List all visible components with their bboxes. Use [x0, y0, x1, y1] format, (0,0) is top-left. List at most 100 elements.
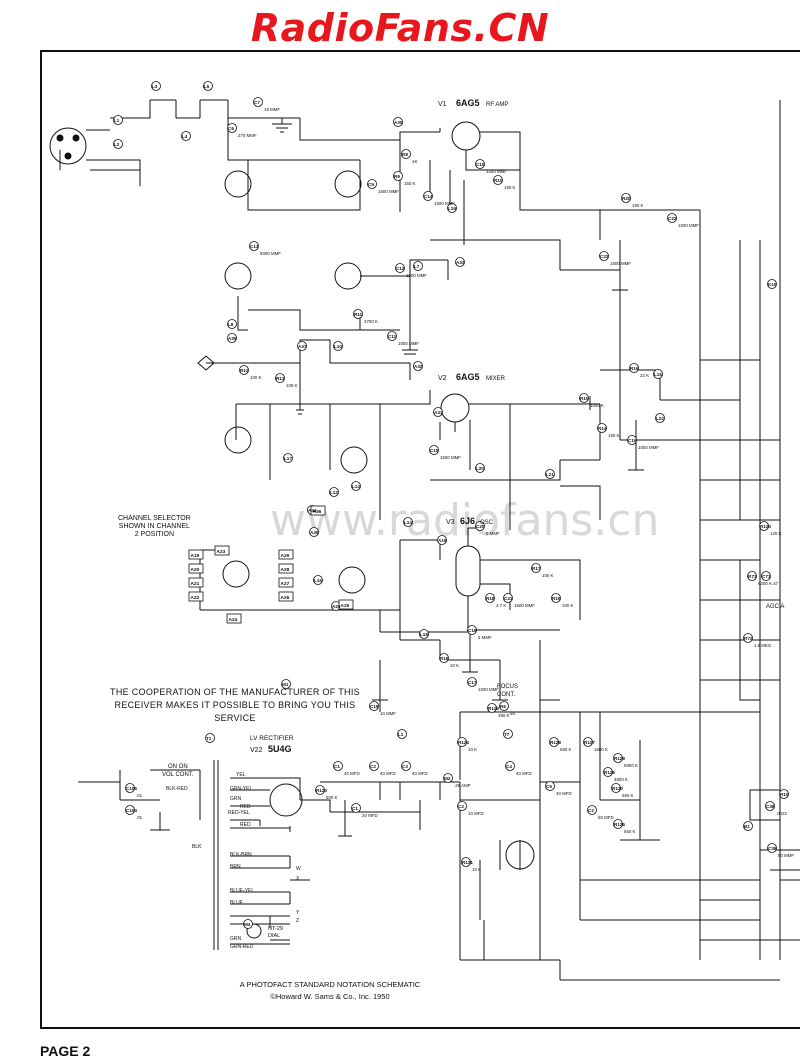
- component-value: 5000 MMF: [260, 251, 281, 256]
- selector-note-line-1: CHANNEL SELECTOR: [118, 515, 191, 522]
- component-ref: R13: [276, 376, 285, 381]
- component-ref: A32: [414, 364, 423, 369]
- selector-terminal-box: [188, 549, 204, 560]
- component-ref-marker: [423, 191, 433, 201]
- component-ref-marker: [457, 801, 467, 811]
- component-value: 100 K: [286, 383, 298, 388]
- component-ref-marker: [503, 593, 513, 603]
- selector-terminal-box: [278, 563, 294, 574]
- component-ref: R8: [402, 152, 408, 157]
- component-value: 50 MFD: [598, 815, 614, 820]
- component-ref-marker: [433, 407, 443, 417]
- component-value: 1800 K: [594, 747, 608, 752]
- component-ref-marker: [125, 783, 135, 793]
- component-value: 10 MMF: [380, 711, 396, 716]
- component-ref: C15: [430, 448, 439, 453]
- transformer-lead: RED-YEL: [228, 810, 250, 816]
- component-ref-marker: [629, 363, 639, 373]
- component-ref-marker: [419, 629, 429, 639]
- component-value: 100 K: [542, 573, 554, 578]
- component-value: 390 K: [498, 713, 510, 718]
- component-ref-marker: [333, 761, 343, 771]
- component-ref: L7: [414, 264, 420, 269]
- component-ref-marker: [487, 703, 497, 713]
- component-ref: C5: [546, 784, 552, 789]
- component-ref-marker: [613, 819, 623, 829]
- component-ref: L2: [114, 142, 120, 147]
- transformer-lead: BLK-RED: [166, 786, 188, 792]
- v2-function: MIXER: [486, 376, 506, 382]
- component-ref-marker: [475, 521, 485, 531]
- component-ref-marker: [283, 453, 293, 463]
- component-ref: C4: [506, 764, 512, 769]
- copyright-note: ©Howard W. Sams & Co., Inc. 1950: [270, 992, 390, 1001]
- component-value: 20 MFD: [362, 813, 378, 818]
- selector-terminal: A36: [313, 509, 322, 515]
- component-value: 10 MFD: [468, 811, 484, 816]
- component-value: .47: [772, 581, 779, 586]
- component-value: 10 K: [450, 663, 459, 668]
- component-ref-marker: [227, 333, 237, 343]
- selector-terminal-box: [278, 591, 294, 602]
- component-ref-marker: [653, 369, 663, 379]
- component-value: 1500 MMF: [638, 445, 659, 450]
- selector-note-line-2: SHOWN IN CHANNEL: [118, 523, 190, 530]
- component-ref: C13: [250, 244, 259, 249]
- component-ref-marker: [351, 803, 361, 813]
- component-value: 5K: [510, 711, 515, 716]
- selector-terminal: A29: [281, 553, 290, 559]
- component-value: 100 K: [562, 603, 574, 608]
- component-value: 40 MFD: [556, 791, 572, 796]
- component-ref: T7: [504, 732, 510, 737]
- v22-type: 5U4G: [268, 744, 292, 754]
- lamp-label-2: DIAL: [268, 933, 280, 939]
- transformer-lead: RED: [240, 822, 251, 828]
- component-ref-marker: [227, 123, 237, 133]
- component-ref-marker: [597, 423, 607, 433]
- component-ref: R19: [552, 596, 561, 601]
- cooperation-note: THE COOPERATION OF THE MANUFACTURER OF T…: [100, 686, 370, 725]
- selector-terminal-box: [278, 549, 294, 560]
- component-value: 270 MMF: [238, 133, 257, 138]
- component-ref-marker: [549, 737, 559, 747]
- component-ref-marker: [125, 805, 135, 815]
- component-ref: K15: [768, 282, 777, 287]
- selector-terminal-box: [226, 613, 242, 624]
- component-ref: C9: [368, 182, 374, 187]
- component-ref-marker: [467, 625, 477, 635]
- component-ref: C2: [458, 804, 464, 809]
- photofact-note: A PHOTOFACT STANDARD NOTATION SCHEMATIC: [239, 980, 421, 989]
- component-value: .01: [136, 815, 143, 820]
- component-value: 1.8 MEG: [754, 643, 772, 648]
- component-ref-marker: [545, 781, 555, 791]
- component-ref: R10: [494, 178, 503, 183]
- component-ref: B1: [744, 824, 750, 829]
- component-value: 8200 K: [758, 581, 772, 586]
- component-ref-marker: [457, 737, 467, 747]
- component-ref: C71: [762, 574, 771, 579]
- component-ref: L8: [228, 322, 234, 327]
- transformer-lead: BLK: [192, 844, 202, 850]
- component-ref: R16: [630, 366, 639, 371]
- faint-watermark: www.radiofans.cn: [270, 495, 660, 546]
- component-ref: A31: [434, 410, 443, 415]
- component-ref: R123: [316, 788, 327, 793]
- component-ref: C105: [126, 786, 137, 791]
- selector-terminal-box: [188, 591, 204, 602]
- component-ref-marker: [395, 263, 405, 273]
- component-ref: C18: [468, 628, 477, 633]
- component-ref-marker: [779, 789, 789, 799]
- component-value: 1000 K: [590, 403, 604, 408]
- v2-label: V2: [438, 375, 447, 382]
- lv-rectifier-label: LV RECTIFIER: [250, 735, 294, 742]
- transformer-lead: W: [296, 866, 301, 872]
- component-ref: C12: [396, 266, 405, 271]
- component-value: 1500 MMF: [378, 189, 399, 194]
- transformer-lead: GRN: [230, 796, 242, 802]
- component-ref: R126: [614, 822, 625, 827]
- component-value: 650 K: [624, 829, 636, 834]
- page-label: PAGE 2: [40, 1043, 91, 1059]
- component-ref: R9: [394, 174, 400, 179]
- component-ref-marker: [583, 737, 593, 747]
